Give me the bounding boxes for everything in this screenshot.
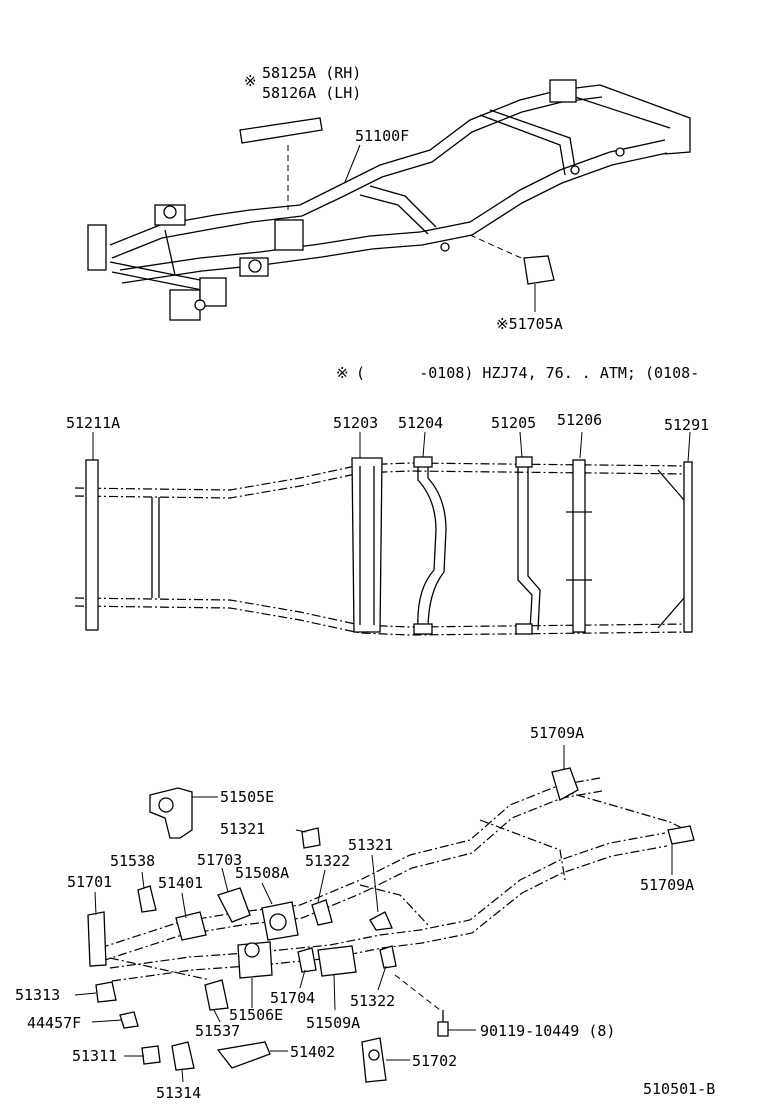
label-51505e: 51505E	[220, 788, 274, 806]
part-51322-a	[311, 899, 333, 926]
part-51537	[204, 979, 229, 1011]
label-51704: 51704	[270, 989, 315, 1007]
transmission-mount-bracket	[523, 255, 555, 285]
cross-member-51205	[517, 462, 533, 631]
part-51401	[175, 911, 207, 941]
part-51505e	[149, 787, 193, 839]
label-58125a: 58125A (RH)	[262, 64, 361, 82]
part-51313	[95, 981, 117, 1003]
label-51291: 51291	[664, 416, 709, 434]
frame-plan-view	[74, 431, 693, 636]
label-51701: 51701	[67, 873, 112, 891]
part-51709a-lower	[667, 825, 695, 845]
label-44457f: 44457F	[27, 1014, 81, 1032]
cross-member-51203	[351, 457, 383, 633]
label-51709a-bottom: 51709A	[640, 876, 694, 894]
label-51509a: 51509A	[306, 1014, 360, 1032]
label-51204: 51204	[398, 414, 443, 432]
label-51205: 51205	[491, 414, 536, 432]
label-51705a: ※51705A	[496, 315, 563, 333]
bolt-90119	[437, 1021, 449, 1037]
rear-cross-member	[683, 461, 693, 633]
label-51203: 51203	[333, 414, 378, 432]
label-51401: 51401	[158, 874, 203, 892]
label-58126a: 58126A (LH)	[262, 84, 361, 102]
label-51313: 51313	[15, 986, 60, 1004]
part-51701	[87, 911, 107, 967]
label-51508a: 51508A	[235, 864, 289, 882]
part-51321-a	[301, 827, 321, 849]
cross-member-51204	[417, 462, 437, 631]
label-51538: 51538	[110, 852, 155, 870]
label-51100f: 51100F	[355, 127, 409, 145]
part-51402	[216, 1041, 271, 1069]
label-51321-a: 51321	[220, 820, 265, 838]
figure-code: 510501-B	[643, 1080, 715, 1098]
label-51311: 51311	[72, 1047, 117, 1065]
label-51402: 51402	[290, 1043, 335, 1061]
label-51322-a: 51322	[305, 852, 350, 870]
front-cross-member	[85, 459, 99, 631]
frame-brackets-exploded	[74, 745, 695, 1083]
label-51322-b: 51322	[350, 992, 395, 1010]
front-body-mount	[87, 224, 107, 271]
part-51314	[171, 1041, 195, 1071]
cross-member-51206	[572, 459, 586, 633]
label-51206: 51206	[557, 411, 602, 429]
label-90119-10449: 90119-10449 (8)	[480, 1022, 615, 1040]
label-51702: 51702	[412, 1052, 457, 1070]
part-51704	[297, 947, 317, 973]
applicability-note: ( -0108) HZJ74, 76. . ATM; (0108- )	[356, 364, 760, 382]
label-51537: 51537	[195, 1022, 240, 1040]
part-44457f	[119, 1011, 139, 1029]
label-51709a-top: 51709A	[530, 724, 584, 742]
mark-symbol: ※	[244, 72, 257, 90]
part-51538	[137, 885, 157, 913]
label-51211a: 51211A	[66, 414, 120, 432]
part-51311	[141, 1045, 161, 1065]
label-51506e: 51506E	[229, 1006, 283, 1024]
label-51314: 51314	[156, 1084, 201, 1102]
part-51709a-upper	[551, 767, 579, 801]
part-51321-b	[369, 911, 393, 931]
part-51703	[217, 887, 251, 923]
label-51321-b: 51321	[348, 836, 393, 854]
part-51509a	[317, 945, 357, 977]
frame-insulator-pad	[239, 117, 323, 144]
label-51703: 51703	[197, 851, 242, 869]
frame-assembly-top	[87, 79, 691, 321]
part-51322-b	[379, 945, 397, 969]
note-mark: ※	[336, 364, 349, 382]
